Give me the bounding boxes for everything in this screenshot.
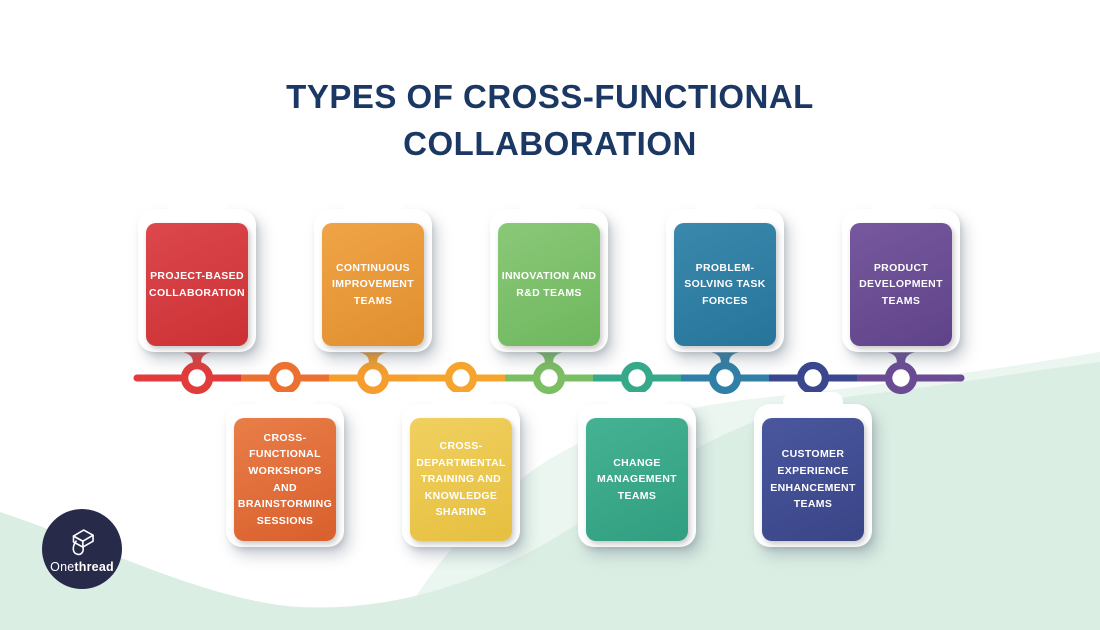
brand-name-bold: thread	[74, 559, 114, 574]
card-body: CROSS-FUNCTIONAL WORKSHOPS AND BRAINSTOR…	[234, 418, 336, 541]
card-body: INNOVATION AND R&D TEAMS	[498, 223, 600, 346]
timeline-node	[444, 361, 478, 395]
page-title: TYPES OF CROSS-FUNCTIONAL COLLABORATION	[0, 74, 1100, 168]
card-body: PROJECT-BASED COLLABORATION	[146, 223, 248, 346]
card: INNOVATION AND R&D TEAMS	[490, 197, 608, 352]
timeline-node	[268, 361, 302, 395]
timeline-node	[620, 361, 654, 395]
page-title-line1: TYPES OF CROSS-FUNCTIONAL	[286, 78, 814, 115]
card: PROBLEM-SOLVING TASK FORCES	[666, 197, 784, 352]
card-clip-notch	[695, 197, 755, 217]
card-label: INNOVATION AND R&D TEAMS	[501, 269, 597, 299]
card-clip-notch	[167, 197, 227, 217]
timeline-node	[884, 361, 918, 395]
timeline-node	[796, 361, 830, 395]
brand-name: Onethread	[50, 560, 114, 574]
page-title-line2: COLLABORATION	[403, 124, 697, 162]
card-label: CROSS-FUNCTIONAL WORKSHOPS AND BRAINSTOR…	[237, 431, 333, 527]
card: PRODUCT DEVELOPMENT TEAMS	[842, 197, 960, 352]
timeline-end-cap	[957, 374, 965, 382]
card: PROJECT-BASED COLLABORATION	[138, 197, 256, 352]
card-label: CHANGE MANAGEMENT TEAMS	[597, 456, 677, 502]
card-label: PRODUCT DEVELOPMENT TEAMS	[859, 261, 943, 307]
card-body: CHANGE MANAGEMENT TEAMS	[586, 418, 688, 541]
card: CUSTOMER EXPERIENCE ENHANCEMENT TEAMS	[754, 392, 872, 547]
timeline-node	[708, 361, 742, 395]
card: CROSS-DEPARTMENTAL TRAINING AND KNOWLEDG…	[402, 392, 520, 547]
timeline-start-cap	[133, 374, 141, 382]
card: CHANGE MANAGEMENT TEAMS	[578, 392, 696, 547]
card: CROSS-FUNCTIONAL WORKSHOPS AND BRAINSTOR…	[226, 392, 344, 547]
card-clip-notch	[431, 392, 491, 412]
card-label: CONTINUOUS IMPROVEMENT TEAMS	[331, 261, 415, 307]
card-label: PROJECT-BASED COLLABORATION	[149, 269, 245, 299]
brand-name-regular: One	[50, 559, 75, 574]
card-clip-notch	[783, 392, 843, 412]
thread-spool-icon	[72, 528, 94, 555]
brand-logo: Onethread	[42, 509, 122, 589]
card-body: CONTINUOUS IMPROVEMENT TEAMS	[322, 223, 424, 346]
timeline-node	[356, 361, 390, 395]
card: CONTINUOUS IMPROVEMENT TEAMS	[314, 197, 432, 352]
card-clip-notch	[607, 392, 667, 412]
card-body: PRODUCT DEVELOPMENT TEAMS	[850, 223, 952, 346]
card-label: CUSTOMER EXPERIENCE ENHANCEMENT TEAMS	[770, 448, 856, 511]
timeline-node	[532, 361, 566, 395]
card-clip-notch	[871, 197, 931, 217]
card-body: CROSS-DEPARTMENTAL TRAINING AND KNOWLEDG…	[410, 418, 512, 541]
card-clip-notch	[519, 197, 579, 217]
card-clip-notch	[255, 392, 315, 412]
card-body: PROBLEM-SOLVING TASK FORCES	[674, 223, 776, 346]
card-clip-notch	[343, 197, 403, 217]
timeline-node	[180, 361, 214, 395]
card-label: CROSS-DEPARTMENTAL TRAINING AND KNOWLEDG…	[416, 440, 506, 519]
card-body: CUSTOMER EXPERIENCE ENHANCEMENT TEAMS	[762, 418, 864, 541]
card-label: PROBLEM-SOLVING TASK FORCES	[684, 261, 766, 307]
